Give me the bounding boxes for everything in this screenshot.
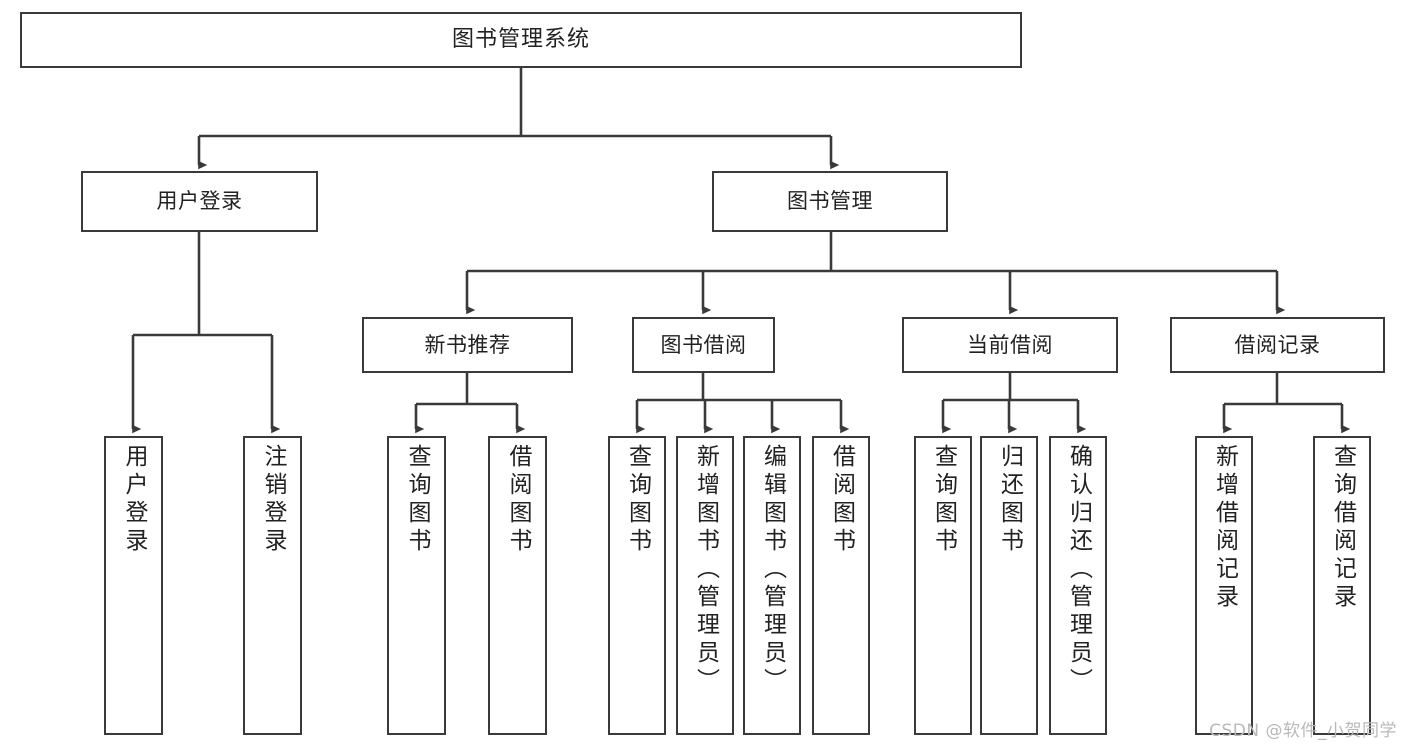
node-root-book-management-system[interactable]: 图书管理系统	[20, 12, 1022, 68]
node-leaf-add-borrow-record[interactable]: 新增借阅记录	[1195, 436, 1253, 735]
node-label: 用户登录	[156, 189, 243, 214]
node-leaf-borrow-book-recommend[interactable]: 借阅图书	[488, 436, 547, 735]
node-label: 编辑图书（管理员）	[759, 444, 786, 696]
node-label: 查询图书	[930, 444, 957, 556]
node-leaf-query-borrow-record[interactable]: 查询借阅记录	[1313, 436, 1371, 735]
node-leaf-logout-login[interactable]: 注销登录	[243, 436, 302, 735]
node-leaf-confirm-return-admin[interactable]: 确认归还（管理员）	[1049, 436, 1107, 735]
node-new-book-recommend[interactable]: 新书推荐	[362, 317, 573, 373]
node-label: 新增图书（管理员）	[692, 444, 719, 696]
node-label: 确认归还（管理员）	[1065, 444, 1092, 696]
node-label: 图书管理	[787, 189, 873, 214]
node-label: 查询借阅记录	[1329, 444, 1356, 612]
node-label: 用户登录	[121, 444, 147, 556]
watermark-text: CSDN @软件_小贺同学	[1209, 721, 1397, 741]
node-label: 查询图书	[404, 444, 430, 556]
node-leaf-return-book[interactable]: 归还图书	[980, 436, 1038, 735]
node-label: 图书借阅	[660, 332, 747, 357]
node-leaf-user-login[interactable]: 用户登录	[104, 436, 163, 735]
node-leaf-query-book-current[interactable]: 查询图书	[914, 436, 972, 735]
node-user-login[interactable]: 用户登录	[81, 171, 318, 232]
node-book-borrow[interactable]: 图书借阅	[632, 317, 775, 373]
node-label: 借阅记录	[1234, 332, 1321, 357]
node-label: 新书推荐	[424, 332, 511, 357]
node-leaf-query-book-borrow[interactable]: 查询图书	[608, 436, 666, 735]
node-leaf-add-book-admin[interactable]: 新增图书（管理员）	[676, 436, 734, 735]
node-label: 借阅图书	[828, 444, 855, 556]
node-label: 查询图书	[624, 444, 651, 556]
node-label: 注销登录	[260, 444, 286, 556]
node-leaf-borrow-book[interactable]: 借阅图书	[812, 436, 870, 735]
node-book-management[interactable]: 图书管理	[712, 171, 948, 232]
node-label: 当前借阅	[967, 332, 1053, 357]
node-borrow-record[interactable]: 借阅记录	[1170, 317, 1385, 373]
node-label: 归还图书	[996, 444, 1023, 556]
node-label: 图书管理系统	[451, 27, 590, 53]
node-leaf-edit-book-admin[interactable]: 编辑图书（管理员）	[743, 436, 801, 735]
node-label: 借阅图书	[505, 444, 531, 556]
node-current-borrow[interactable]: 当前借阅	[902, 317, 1118, 373]
node-leaf-query-book-recommend[interactable]: 查询图书	[387, 436, 446, 735]
node-label: 新增借阅记录	[1211, 444, 1238, 612]
